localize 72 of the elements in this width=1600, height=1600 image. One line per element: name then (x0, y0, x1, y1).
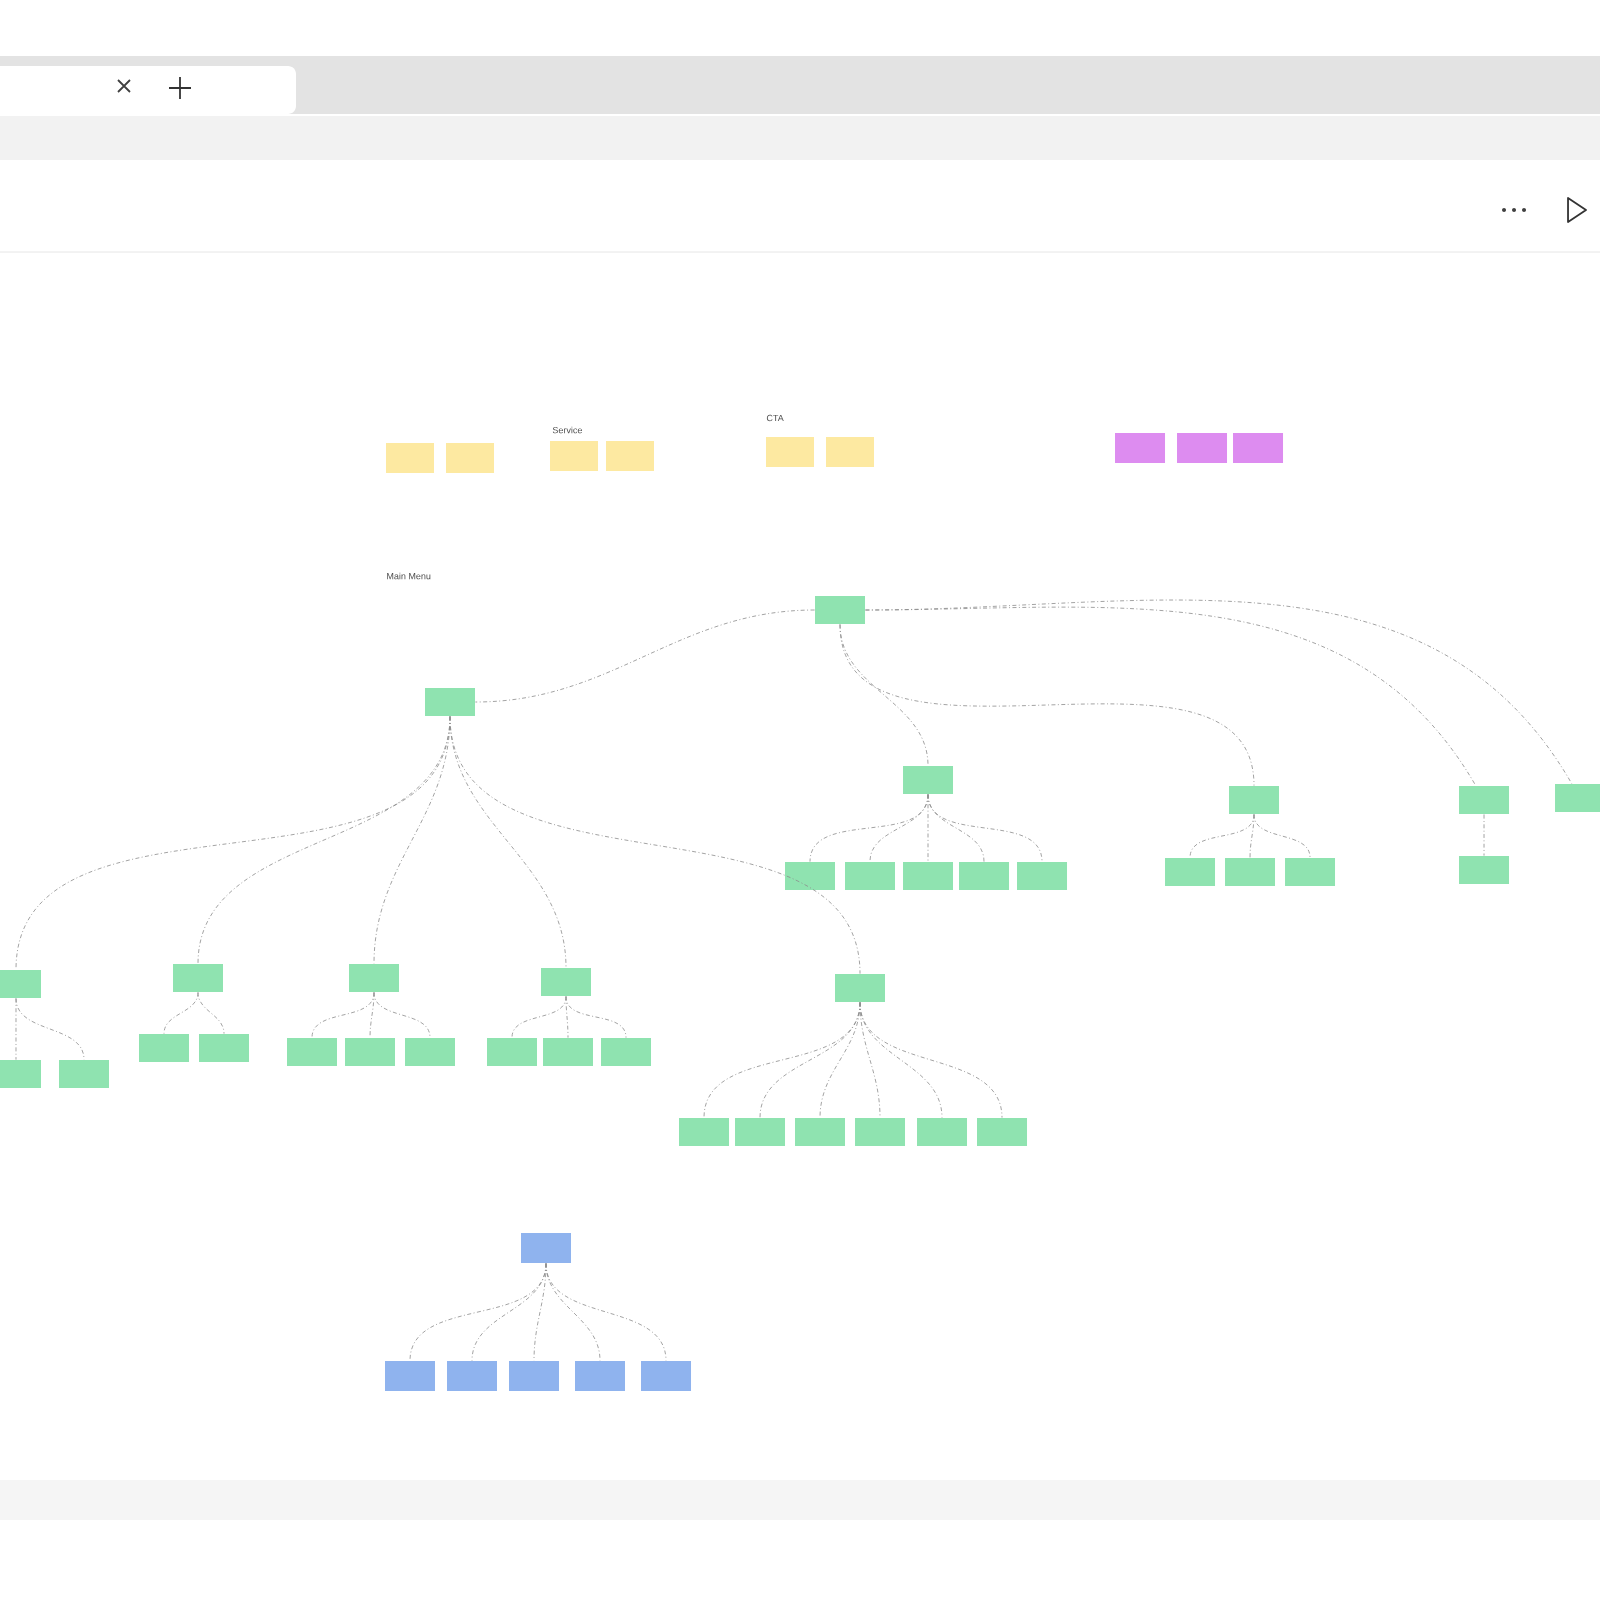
connector-line (1253, 814, 1311, 858)
connector-line (163, 992, 199, 1034)
sticky-box (550, 441, 598, 471)
sticky-box (509, 1361, 559, 1391)
connector-line (533, 1263, 547, 1361)
sticky-box (173, 964, 223, 992)
sticky-box (575, 1361, 625, 1391)
sticky-box (1555, 784, 1600, 812)
sticky-box (903, 862, 953, 890)
sticky-box (826, 437, 874, 467)
connector-line (15, 998, 17, 1060)
sticky-box (1459, 856, 1509, 884)
sticky-box (1165, 858, 1215, 886)
connector-line (15, 998, 85, 1060)
sticky-box (855, 1118, 905, 1146)
connector-line (373, 992, 431, 1038)
sticky-box (1225, 858, 1275, 886)
connector-line (1483, 814, 1485, 856)
sticky-box (679, 1118, 729, 1146)
connector-line (859, 1002, 881, 1118)
sticky-box (1017, 862, 1067, 890)
connector-line (839, 624, 1255, 786)
connector-line (1249, 814, 1255, 858)
sticky-box (766, 437, 814, 467)
connector-line (197, 992, 225, 1034)
sticky-box (139, 1034, 189, 1062)
sticky-box (785, 862, 835, 890)
sticky-box (735, 1118, 785, 1146)
sticky-box (405, 1038, 455, 1066)
sticky-box (977, 1118, 1027, 1146)
sticky-box (1115, 433, 1165, 463)
sticky-box (541, 968, 591, 996)
sticky-box (447, 1361, 497, 1391)
sticky-box (345, 1038, 395, 1066)
connector-line (859, 1002, 1003, 1118)
connector-line (449, 716, 861, 974)
sticky-box (835, 974, 885, 1002)
sticky-box (59, 1060, 109, 1088)
sticky-box (0, 970, 41, 998)
sticky-box (349, 964, 399, 992)
sticky-box (795, 1118, 845, 1146)
sticky-box (199, 1034, 249, 1062)
connector-line (369, 992, 375, 1038)
sticky-box (845, 862, 895, 890)
sticky-box (1229, 786, 1279, 814)
sticky-box (606, 441, 654, 471)
connector-line (545, 1263, 667, 1361)
sticky-box (543, 1038, 593, 1066)
sticky-box (425, 688, 475, 716)
sticky-box (601, 1038, 651, 1066)
connector-line (865, 599, 1573, 784)
connector-line (927, 794, 1043, 862)
sticky-box (446, 443, 494, 473)
sticky-box (1285, 858, 1335, 886)
sticky-box (487, 1038, 537, 1066)
sticky-box (903, 766, 953, 794)
connector-line (927, 794, 929, 862)
connector-line (565, 996, 627, 1038)
sticky-box (521, 1233, 571, 1263)
sticky-box (815, 596, 865, 624)
sticky-box (1233, 433, 1283, 463)
sticky-box (287, 1038, 337, 1066)
sticky-box (1177, 433, 1227, 463)
sticky-box (386, 443, 434, 473)
sticky-box (0, 1060, 41, 1088)
sticky-box (385, 1361, 435, 1391)
connector-line (475, 609, 815, 703)
sticky-box (1459, 786, 1509, 814)
sticky-box (959, 862, 1009, 890)
sticky-box (641, 1361, 691, 1391)
sticky-box (917, 1118, 967, 1146)
connector-line (565, 996, 569, 1038)
